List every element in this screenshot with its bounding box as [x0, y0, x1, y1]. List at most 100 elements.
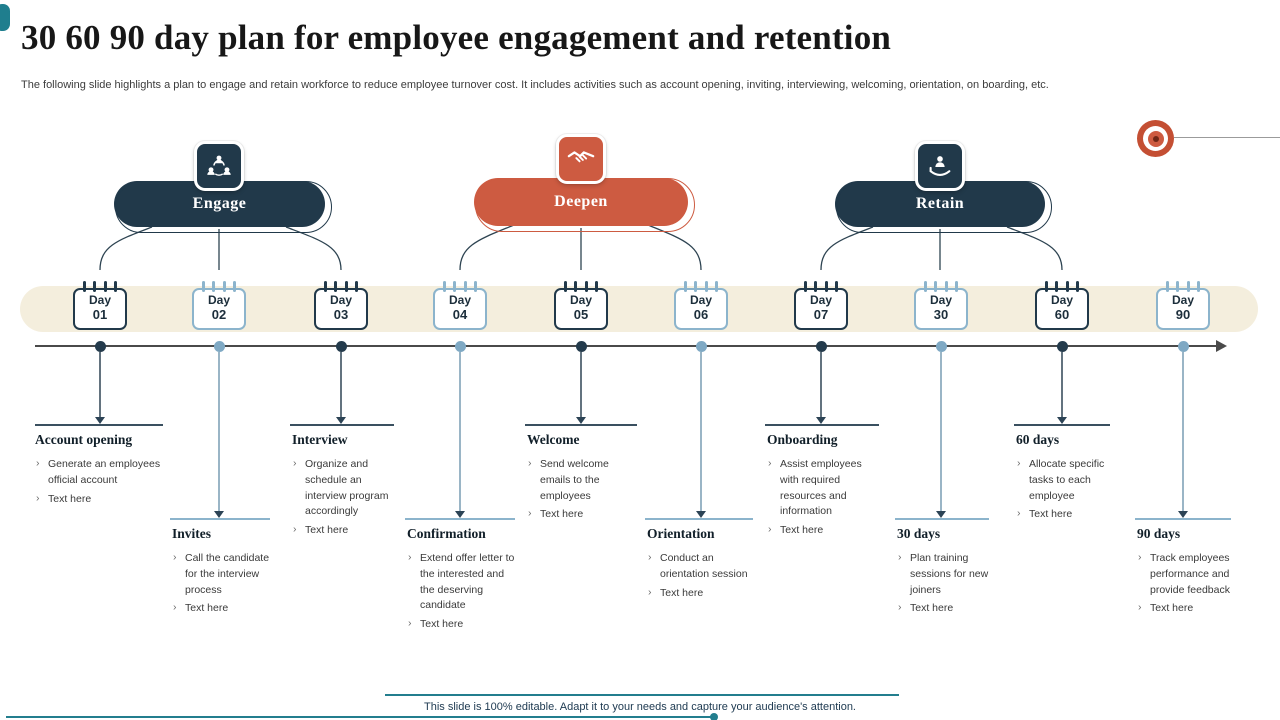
bullseye-ring	[1143, 126, 1168, 151]
block-bullets: Conduct an orientation session Text here	[647, 550, 753, 602]
bullet-item: Text here	[292, 522, 396, 539]
calendar-rings	[435, 281, 485, 292]
day-word: Day	[689, 293, 712, 307]
connector-line	[1061, 352, 1063, 417]
retain-icon-tile	[915, 141, 965, 191]
block-title: 60 days	[1016, 432, 1060, 447]
block-bullets: Assist employees with required resources…	[767, 456, 879, 539]
block-title: Interview	[292, 432, 348, 447]
timeline-dot	[455, 341, 466, 352]
day-number: 02	[211, 307, 227, 322]
milestone-block-invites: Invites Call the candidate for the inter…	[172, 526, 270, 620]
day-number: 05	[573, 307, 589, 322]
calendar-rings	[556, 281, 606, 292]
connector-line	[700, 352, 702, 511]
timeline-dot	[576, 341, 587, 352]
engage-icon-tile	[194, 141, 244, 191]
calendar-rings	[676, 281, 726, 292]
footer-accent-line-bottom	[6, 716, 712, 718]
day-word: Day	[929, 293, 952, 307]
block-divider	[895, 518, 989, 520]
block-divider	[645, 518, 753, 520]
connector-line	[580, 352, 582, 417]
bullet-item: Send welcome emails to the employees	[527, 456, 637, 504]
block-divider	[290, 424, 394, 426]
footer-note: This slide is 100% editable. Adapt it to…	[424, 701, 856, 713]
milestone-block-interview: Interview Organize and schedule an inter…	[292, 432, 396, 542]
block-bullets: Call the candidate for the interview pro…	[172, 550, 270, 617]
bullet-item: Text here	[527, 506, 637, 523]
calendar-rings	[75, 281, 125, 292]
calendar-rings	[316, 281, 366, 292]
connector-line	[940, 352, 942, 511]
connector-line	[1182, 352, 1184, 511]
milestone-block-30-days: 30 days Plan training sessions for new j…	[897, 526, 989, 620]
calendar-rings	[916, 281, 966, 292]
day-word: Day	[207, 293, 230, 307]
connector-arrow-icon	[576, 417, 586, 424]
day-marker-01: Day 01	[73, 281, 127, 330]
phase-pill-retain: Retain	[835, 181, 1045, 227]
bullet-item: Track employees performance and provide …	[1137, 550, 1231, 598]
timeline-dot	[95, 341, 106, 352]
bullet-item: Text here	[767, 522, 879, 539]
day-marker-30: Day 30	[914, 281, 968, 330]
footer-accent-line-top	[385, 694, 899, 696]
day-number: 04	[452, 307, 468, 322]
calendar-rings	[1037, 281, 1087, 292]
corner-accent-tab	[0, 4, 10, 31]
bullet-item: Text here	[1137, 600, 1231, 617]
calendar-rings	[194, 281, 244, 292]
day-word: Day	[88, 293, 111, 307]
day-number: 01	[92, 307, 108, 322]
block-title: Account opening	[35, 432, 133, 447]
bullet-item: Call the candidate for the interview pro…	[172, 550, 270, 598]
block-title: 30 days	[897, 526, 941, 541]
bullet-item: Text here	[647, 585, 753, 602]
block-divider	[765, 424, 879, 426]
day-word: Day	[809, 293, 832, 307]
person-in-hand-icon	[929, 156, 951, 176]
bullseye-ring	[1147, 130, 1164, 147]
milestone-block-orientation: Orientation Conduct an orientation sessi…	[647, 526, 753, 604]
milestone-block-onboarding: Onboarding Assist employees with require…	[767, 432, 879, 542]
block-bullets: Extend offer letter to the interested an…	[407, 550, 515, 633]
day-number: 60	[1054, 307, 1070, 322]
phase-pill-deepen: Deepen	[474, 178, 688, 226]
block-bullets: Send welcome emails to the employees Tex…	[527, 456, 637, 523]
connector-arrow-icon	[816, 417, 826, 424]
timeline-axis	[35, 345, 1218, 347]
block-bullets: Plan training sessions for new joiners T…	[897, 550, 989, 617]
block-divider	[405, 518, 515, 520]
day-marker-02: Day 02	[192, 281, 246, 330]
timeline-dot	[214, 341, 225, 352]
day-word: Day	[448, 293, 471, 307]
day-marker-60: Day 60	[1035, 281, 1089, 330]
milestone-block-60-days: 60 days Allocate specific tasks to each …	[1016, 432, 1110, 526]
bullet-item: Text here	[1016, 506, 1110, 523]
day-word: Day	[569, 293, 592, 307]
bullet-item: Text here	[897, 600, 989, 617]
day-marker-07: Day 07	[794, 281, 848, 330]
footer-accent-dot	[710, 713, 718, 720]
bullseye-target-icon	[1137, 120, 1174, 157]
day-number: 03	[333, 307, 349, 322]
connector-line	[218, 352, 220, 511]
bullseye-center	[1152, 135, 1159, 142]
slide-subtitle: The following slide highlights a plan to…	[21, 79, 1049, 91]
milestone-block-90-days: 90 days Track employees performance and …	[1137, 526, 1231, 620]
block-divider	[35, 424, 163, 426]
timeline-arrowhead-icon	[1216, 340, 1227, 352]
timeline-dot	[936, 341, 947, 352]
block-divider	[1014, 424, 1110, 426]
block-title: Orientation	[647, 526, 715, 541]
page-title: 30 60 90 day plan for employee engagemen…	[21, 18, 892, 57]
day-marker-90: Day 90	[1156, 281, 1210, 330]
bullet-item: Text here	[35, 491, 165, 508]
connector-arrow-icon	[696, 511, 706, 518]
connector-arrow-icon	[336, 417, 346, 424]
connector-line	[820, 352, 822, 417]
bullet-item: Text here	[172, 600, 270, 617]
connector-arrow-icon	[1057, 417, 1067, 424]
bullet-item: Organize and schedule an interview progr…	[292, 456, 396, 520]
